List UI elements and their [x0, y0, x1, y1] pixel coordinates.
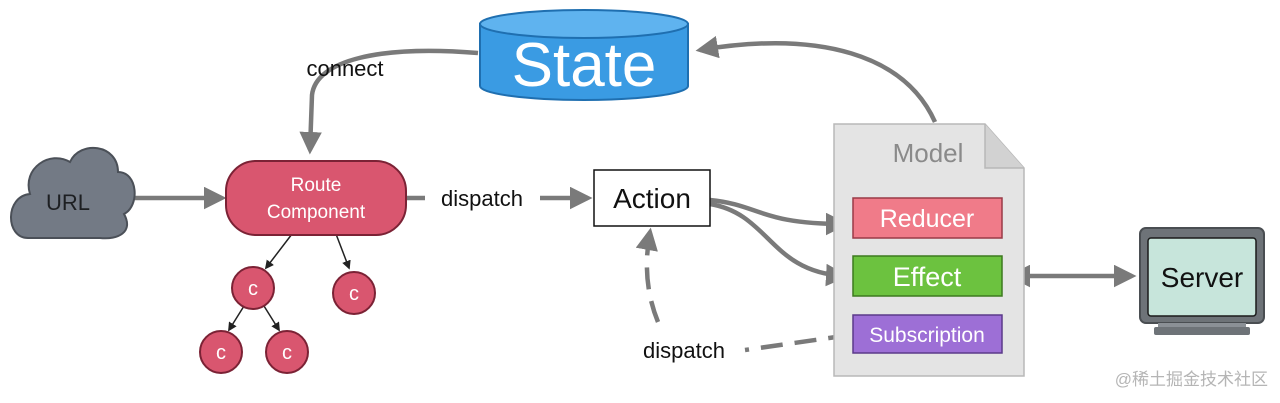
server-monitor-icon: Server — [1139, 227, 1265, 335]
child-component-node: c — [199, 330, 243, 374]
route-component-label-line1: Route — [291, 175, 342, 196]
model-document: Model — [833, 123, 1025, 377]
route-component-node: Route Component — [225, 160, 407, 236]
url-label: URL — [46, 190, 90, 215]
url-cloud: URL — [10, 146, 136, 240]
effect-label: Effect — [893, 262, 962, 292]
route-to-child-arrow — [335, 233, 351, 270]
reducer-label: Reducer — [880, 205, 975, 233]
child-component-node: c — [265, 330, 309, 374]
dispatch-to-action-dashed — [635, 227, 661, 323]
subscription-node: Subscription — [852, 314, 1003, 354]
action-to-effect-arrow — [709, 201, 849, 287]
model-label: Model — [893, 138, 964, 168]
child-to-child-arrow — [263, 305, 280, 332]
reducer-node: Reducer — [852, 197, 1003, 239]
child-to-child-arrow — [228, 305, 245, 332]
dispatch-subscription-label: dispatch — [643, 338, 725, 363]
child-component-label: c — [349, 283, 359, 305]
route-to-child-arrow — [264, 233, 293, 270]
model-to-state-arrow — [695, 35, 938, 123]
child-component-label: c — [248, 278, 258, 300]
subscription-dispatch-dashed — [744, 332, 851, 353]
subscription-label: Subscription — [869, 324, 985, 347]
action-node: Action — [593, 169, 711, 227]
action-label: Action — [613, 183, 691, 214]
child-component-node: c — [332, 271, 376, 315]
effect-node: Effect — [852, 255, 1003, 297]
server-label: Server — [1161, 262, 1243, 293]
connect-label: connect — [306, 56, 383, 81]
child-component-node: c — [231, 266, 275, 310]
child-component-label: c — [282, 342, 292, 364]
watermark: @稀土掘金技术社区 — [1115, 370, 1268, 389]
child-component-label: c — [216, 342, 226, 364]
action-to-reducer-arrow — [709, 197, 849, 236]
connect-arrow — [299, 48, 479, 155]
state-label: State — [512, 31, 657, 100]
route-component-label-line2: Component — [267, 202, 366, 223]
state-database: State — [479, 9, 689, 101]
dispatch-label: dispatch — [441, 186, 523, 211]
